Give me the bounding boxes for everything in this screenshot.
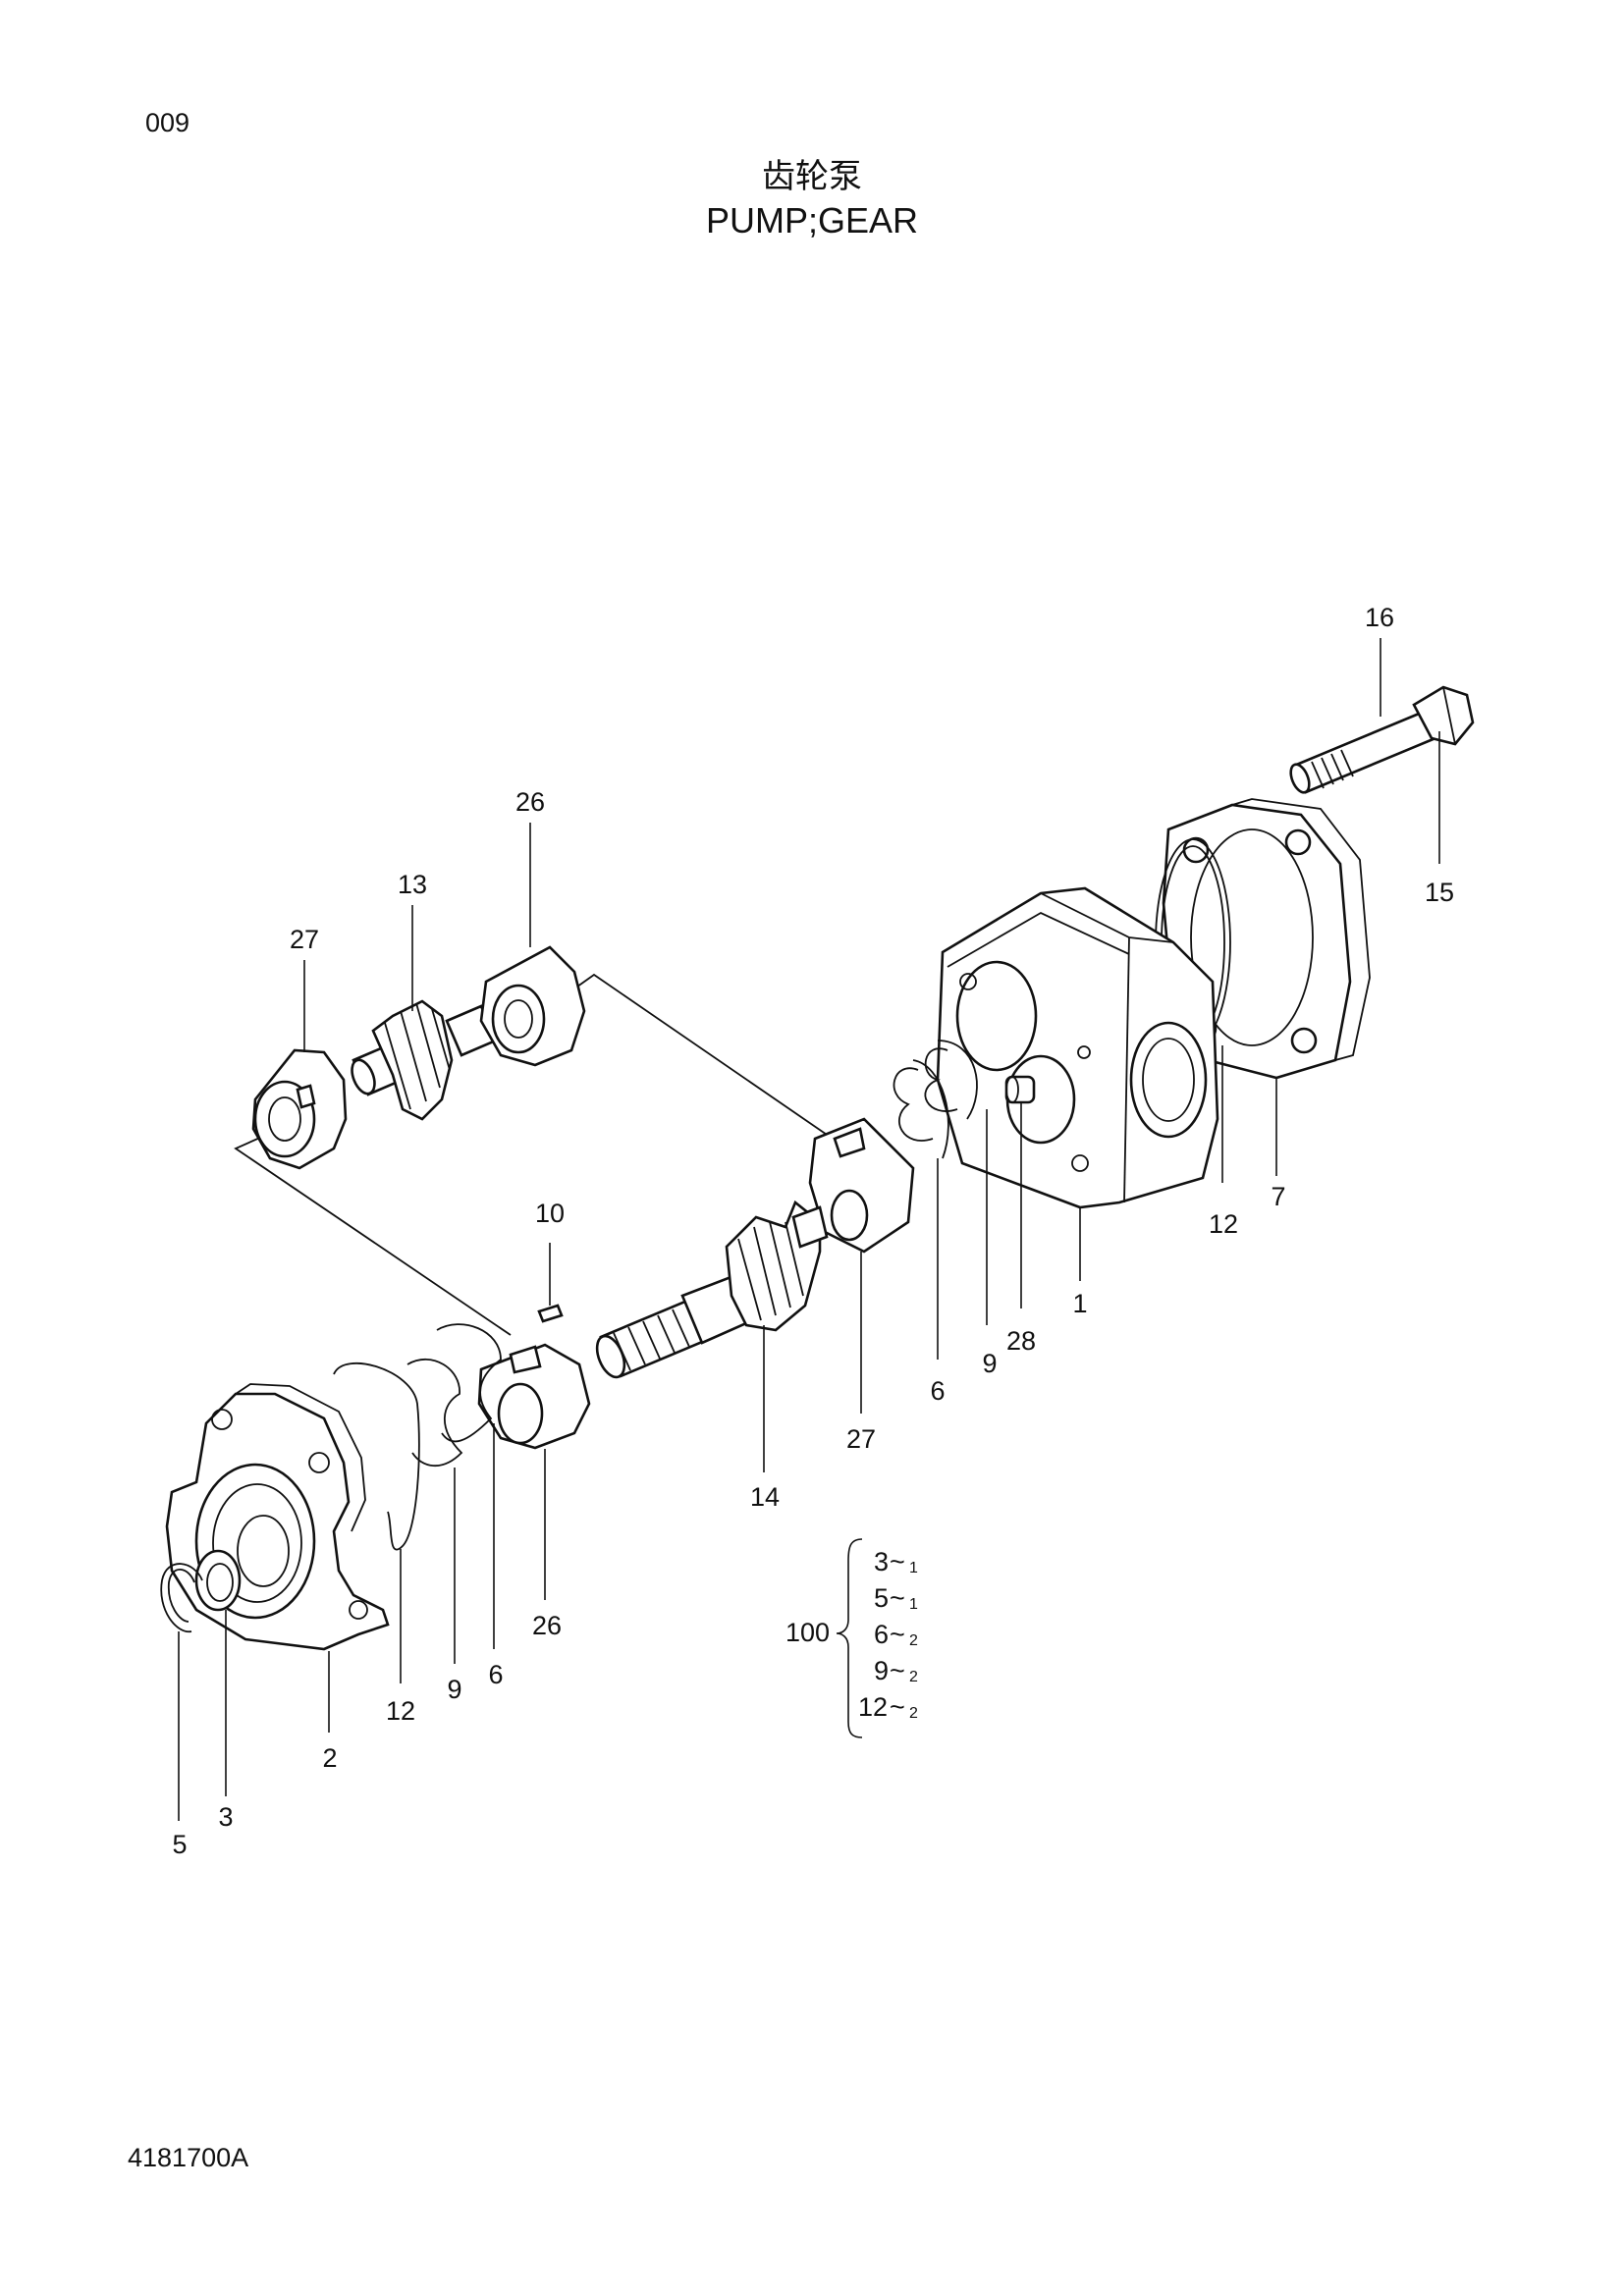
kit-item-12-qty: 2	[909, 1705, 918, 1722]
title-chinese: 齿轮泵	[762, 157, 862, 196]
bushing-upper-part-27	[251, 1048, 348, 1170]
callout-12-rear: 12	[1209, 1209, 1238, 1239]
key-part-10	[537, 1304, 564, 1323]
kit-item-9-qty: 2	[909, 1669, 918, 1685]
callout-7: 7	[1271, 1182, 1285, 1211]
kit-item-6-qty: 2	[909, 1632, 918, 1649]
bushing-upper-part-26	[479, 945, 586, 1067]
kit-item-5-part: 5	[874, 1583, 889, 1613]
kit-item-5-qty: 1	[909, 1596, 918, 1613]
snap-ring-part-5	[160, 1563, 203, 1632]
kit-item-3-tilde: ~	[890, 1547, 905, 1576]
callout-12-front: 12	[386, 1696, 415, 1726]
kit-item-12-tilde: ~	[890, 1692, 905, 1722]
callout-6-rear: 6	[930, 1376, 945, 1406]
bushing-lower-part-26	[477, 1343, 591, 1450]
kit-100-list: 100 3 ~ 1 5 ~ 1 6 ~ 2 9 ~ 2 12 ~ 2	[785, 1538, 918, 1738]
callout-26-upper: 26	[515, 787, 545, 817]
o-ring-front-part-12	[333, 1362, 420, 1551]
drive-gear-shaft-part-14	[595, 1200, 829, 1379]
callout-15: 15	[1425, 878, 1454, 907]
callout-28: 28	[1006, 1326, 1036, 1356]
callout-1: 1	[1072, 1289, 1087, 1318]
pump-body-part-1	[936, 886, 1219, 1209]
callout-13: 13	[398, 870, 427, 899]
seal-front-part-9	[406, 1359, 463, 1468]
dowel-pin-part-28	[1004, 1075, 1036, 1104]
drawing-code: 4181700A	[128, 2143, 249, 2172]
callout-3: 3	[218, 1802, 233, 1832]
kit-item-12-part: 12	[858, 1692, 888, 1722]
callout-9-front: 9	[447, 1675, 461, 1704]
bushing-lower-part-27	[808, 1117, 915, 1254]
callout-14: 14	[750, 1482, 780, 1512]
callout-2: 2	[322, 1743, 337, 1773]
title-english: PUMP;GEAR	[705, 200, 919, 240]
callout-27-lower: 27	[846, 1424, 876, 1454]
callout-10: 10	[535, 1199, 565, 1228]
kit-item-3-qty: 1	[909, 1560, 918, 1576]
bolt-part-16	[1289, 685, 1475, 794]
callouts: 16 15 7 12 1 28 9 6 27 14 10 26 6 9 12 2…	[172, 603, 1454, 1859]
oil-seal-part-3	[194, 1549, 242, 1612]
callout-9-rear: 9	[982, 1349, 997, 1378]
driven-gear-part-13	[351, 999, 498, 1121]
callout-27-upper: 27	[290, 925, 319, 954]
kit-item-5-tilde: ~	[890, 1583, 905, 1613]
kit-item-6-tilde: ~	[890, 1620, 905, 1649]
front-cover-part-2	[165, 1383, 390, 1651]
callout-6-front: 6	[488, 1660, 503, 1689]
leader-lines	[178, 638, 1440, 1821]
callout-26-lower: 26	[532, 1611, 562, 1640]
callout-16: 16	[1365, 603, 1394, 632]
page-number: 009	[145, 108, 190, 137]
kit-item-9-part: 9	[874, 1656, 889, 1685]
callout-5: 5	[172, 1830, 187, 1859]
kit-item-3-part: 3	[874, 1547, 889, 1576]
backup-ring-rear-part-6	[893, 1059, 949, 1159]
kit-item-6-part: 6	[874, 1620, 889, 1649]
backup-ring-front-part-6	[436, 1323, 502, 1443]
kit-number: 100	[785, 1618, 830, 1647]
kit-item-9-tilde: ~	[890, 1656, 905, 1685]
